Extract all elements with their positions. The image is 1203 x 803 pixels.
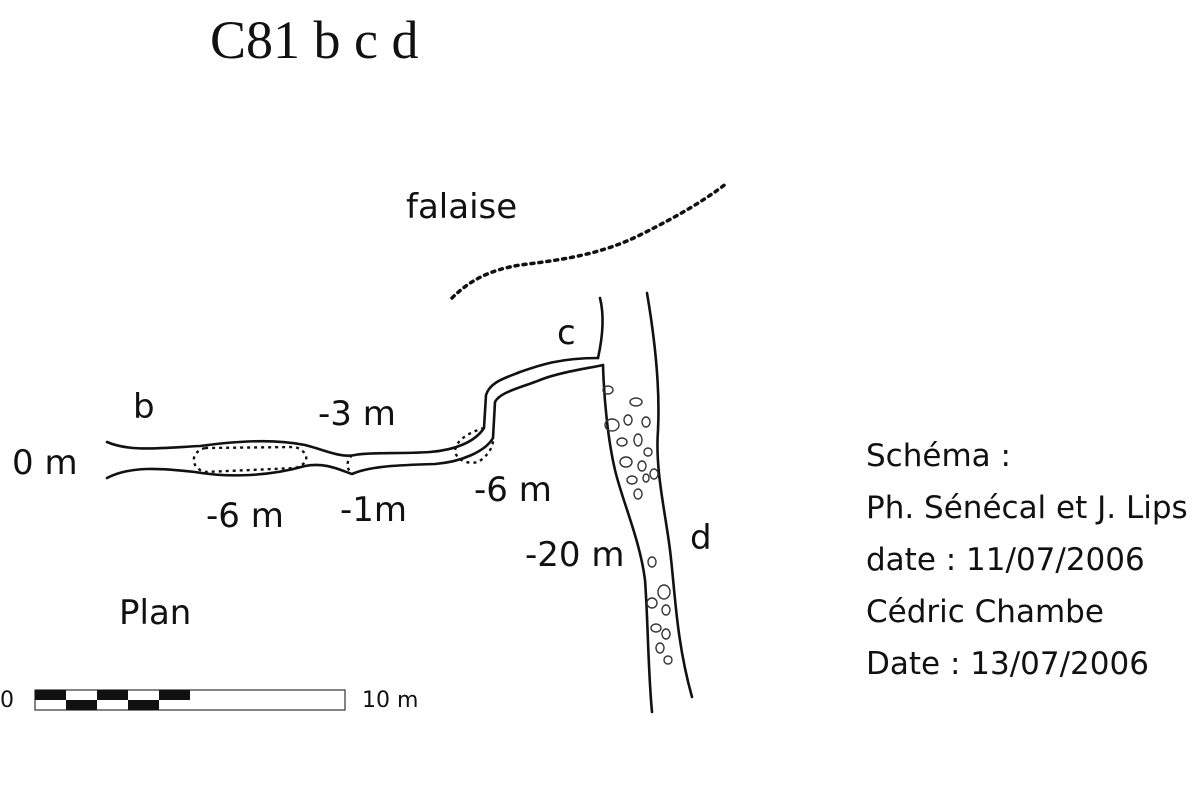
credit-line: Cédric Chambe bbox=[866, 594, 1104, 630]
label-plan: Plan bbox=[119, 593, 191, 633]
label-c: c bbox=[557, 313, 576, 353]
squeeze-left bbox=[192, 445, 308, 474]
passage-b-lower-wall bbox=[105, 363, 605, 480]
depth-minus6-right: -6 m bbox=[474, 470, 552, 510]
label-b: b bbox=[133, 387, 155, 427]
boulder-fill bbox=[602, 385, 673, 665]
label-d: d bbox=[690, 518, 712, 558]
passage-b-upper-wall bbox=[105, 356, 600, 457]
depth-minus3: -3 m bbox=[318, 394, 396, 434]
cliff-line bbox=[450, 181, 729, 300]
squeeze-middle bbox=[346, 454, 353, 475]
depth-minus6-left: -6 m bbox=[206, 496, 284, 536]
passage-c-wall bbox=[596, 296, 604, 360]
credits-block: Schéma : Ph. Sénécal et J. Lips date : 1… bbox=[866, 438, 1188, 682]
scale-end-label: 10 m bbox=[362, 688, 418, 713]
scale-bar: 0 10 m bbox=[0, 688, 418, 713]
depth-minus1: -1m bbox=[340, 490, 407, 530]
squeeze-right bbox=[453, 426, 495, 464]
credit-line: Ph. Sénécal et J. Lips bbox=[866, 490, 1188, 526]
credit-line: Date : 13/07/2006 bbox=[866, 646, 1149, 682]
depth-minus20: -20 m bbox=[525, 535, 624, 575]
credit-line: Schéma : bbox=[866, 438, 1011, 474]
diagram-title: C81 b c d bbox=[210, 10, 419, 70]
credit-line: date : 11/07/2006 bbox=[866, 542, 1145, 578]
scale-start-label: 0 bbox=[0, 688, 14, 713]
label-falaise: falaise bbox=[406, 187, 517, 227]
depth-entrance: 0 m bbox=[12, 443, 78, 483]
passage-d-right-wall bbox=[645, 291, 694, 699]
